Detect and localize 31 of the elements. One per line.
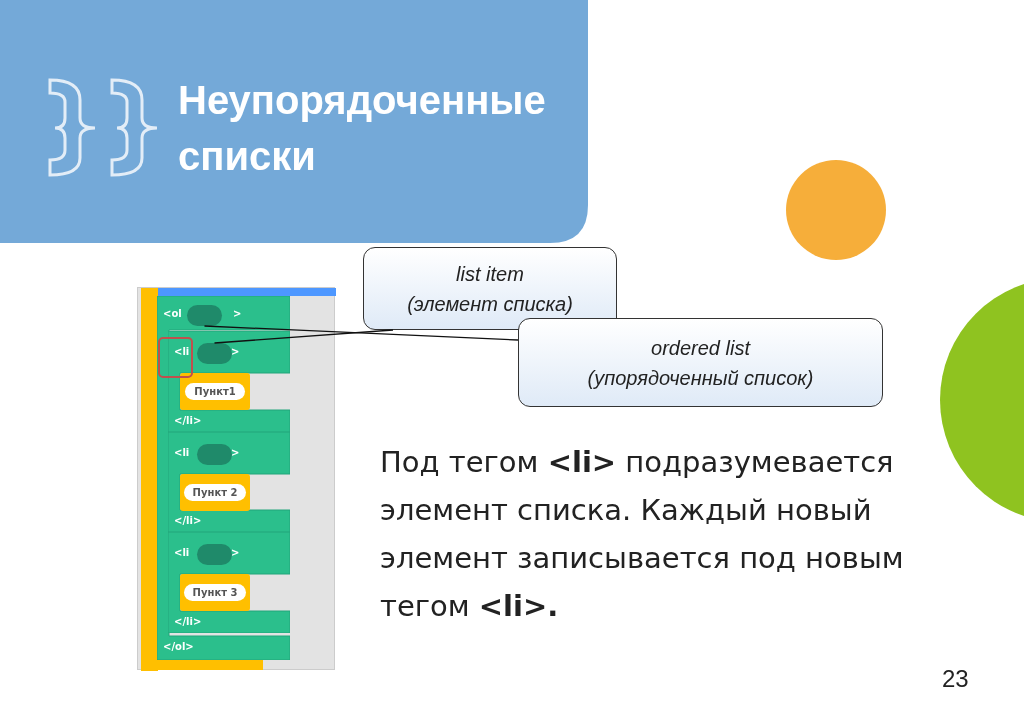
block-label: <li	[174, 547, 190, 558]
block-label: <li	[174, 447, 190, 458]
code-block	[168, 532, 290, 633]
body-paragraph: Под тегом <li> подразумевается элемент списка. Каждый новый элемент записывается под новым тегом <li>.	[380, 444, 905, 625]
page-number: 23	[942, 665, 969, 693]
text-block	[180, 373, 250, 410]
block-label: >	[233, 308, 242, 319]
callout-box	[363, 247, 617, 330]
callout-text: (элемент списка)	[407, 291, 573, 317]
block-label: >	[231, 346, 240, 357]
code-block	[168, 331, 290, 432]
callout-text: list item	[456, 261, 524, 287]
text-block	[180, 474, 250, 511]
block-label: </li>	[174, 515, 202, 526]
callout-box	[518, 318, 883, 407]
block-label: Пункт 2	[183, 484, 247, 501]
block-label: Пункт 3	[183, 584, 247, 601]
slide-title: Неупорядоченные списки	[178, 77, 547, 180]
block-label: Пункт1	[185, 383, 245, 400]
code-block	[168, 432, 290, 532]
block-label: </ol>	[163, 641, 194, 652]
block-label: <li	[174, 346, 190, 357]
callout-text: ordered list	[651, 335, 750, 361]
code-block	[157, 296, 290, 660]
block-label: </li>	[174, 415, 202, 426]
text-block	[180, 574, 250, 611]
block-label: <ol	[163, 308, 182, 319]
block-label: >	[231, 547, 240, 558]
callout-text: (упорядоченный список)	[587, 365, 814, 391]
block-label: >	[231, 447, 240, 458]
block-label: </li>	[174, 616, 202, 627]
